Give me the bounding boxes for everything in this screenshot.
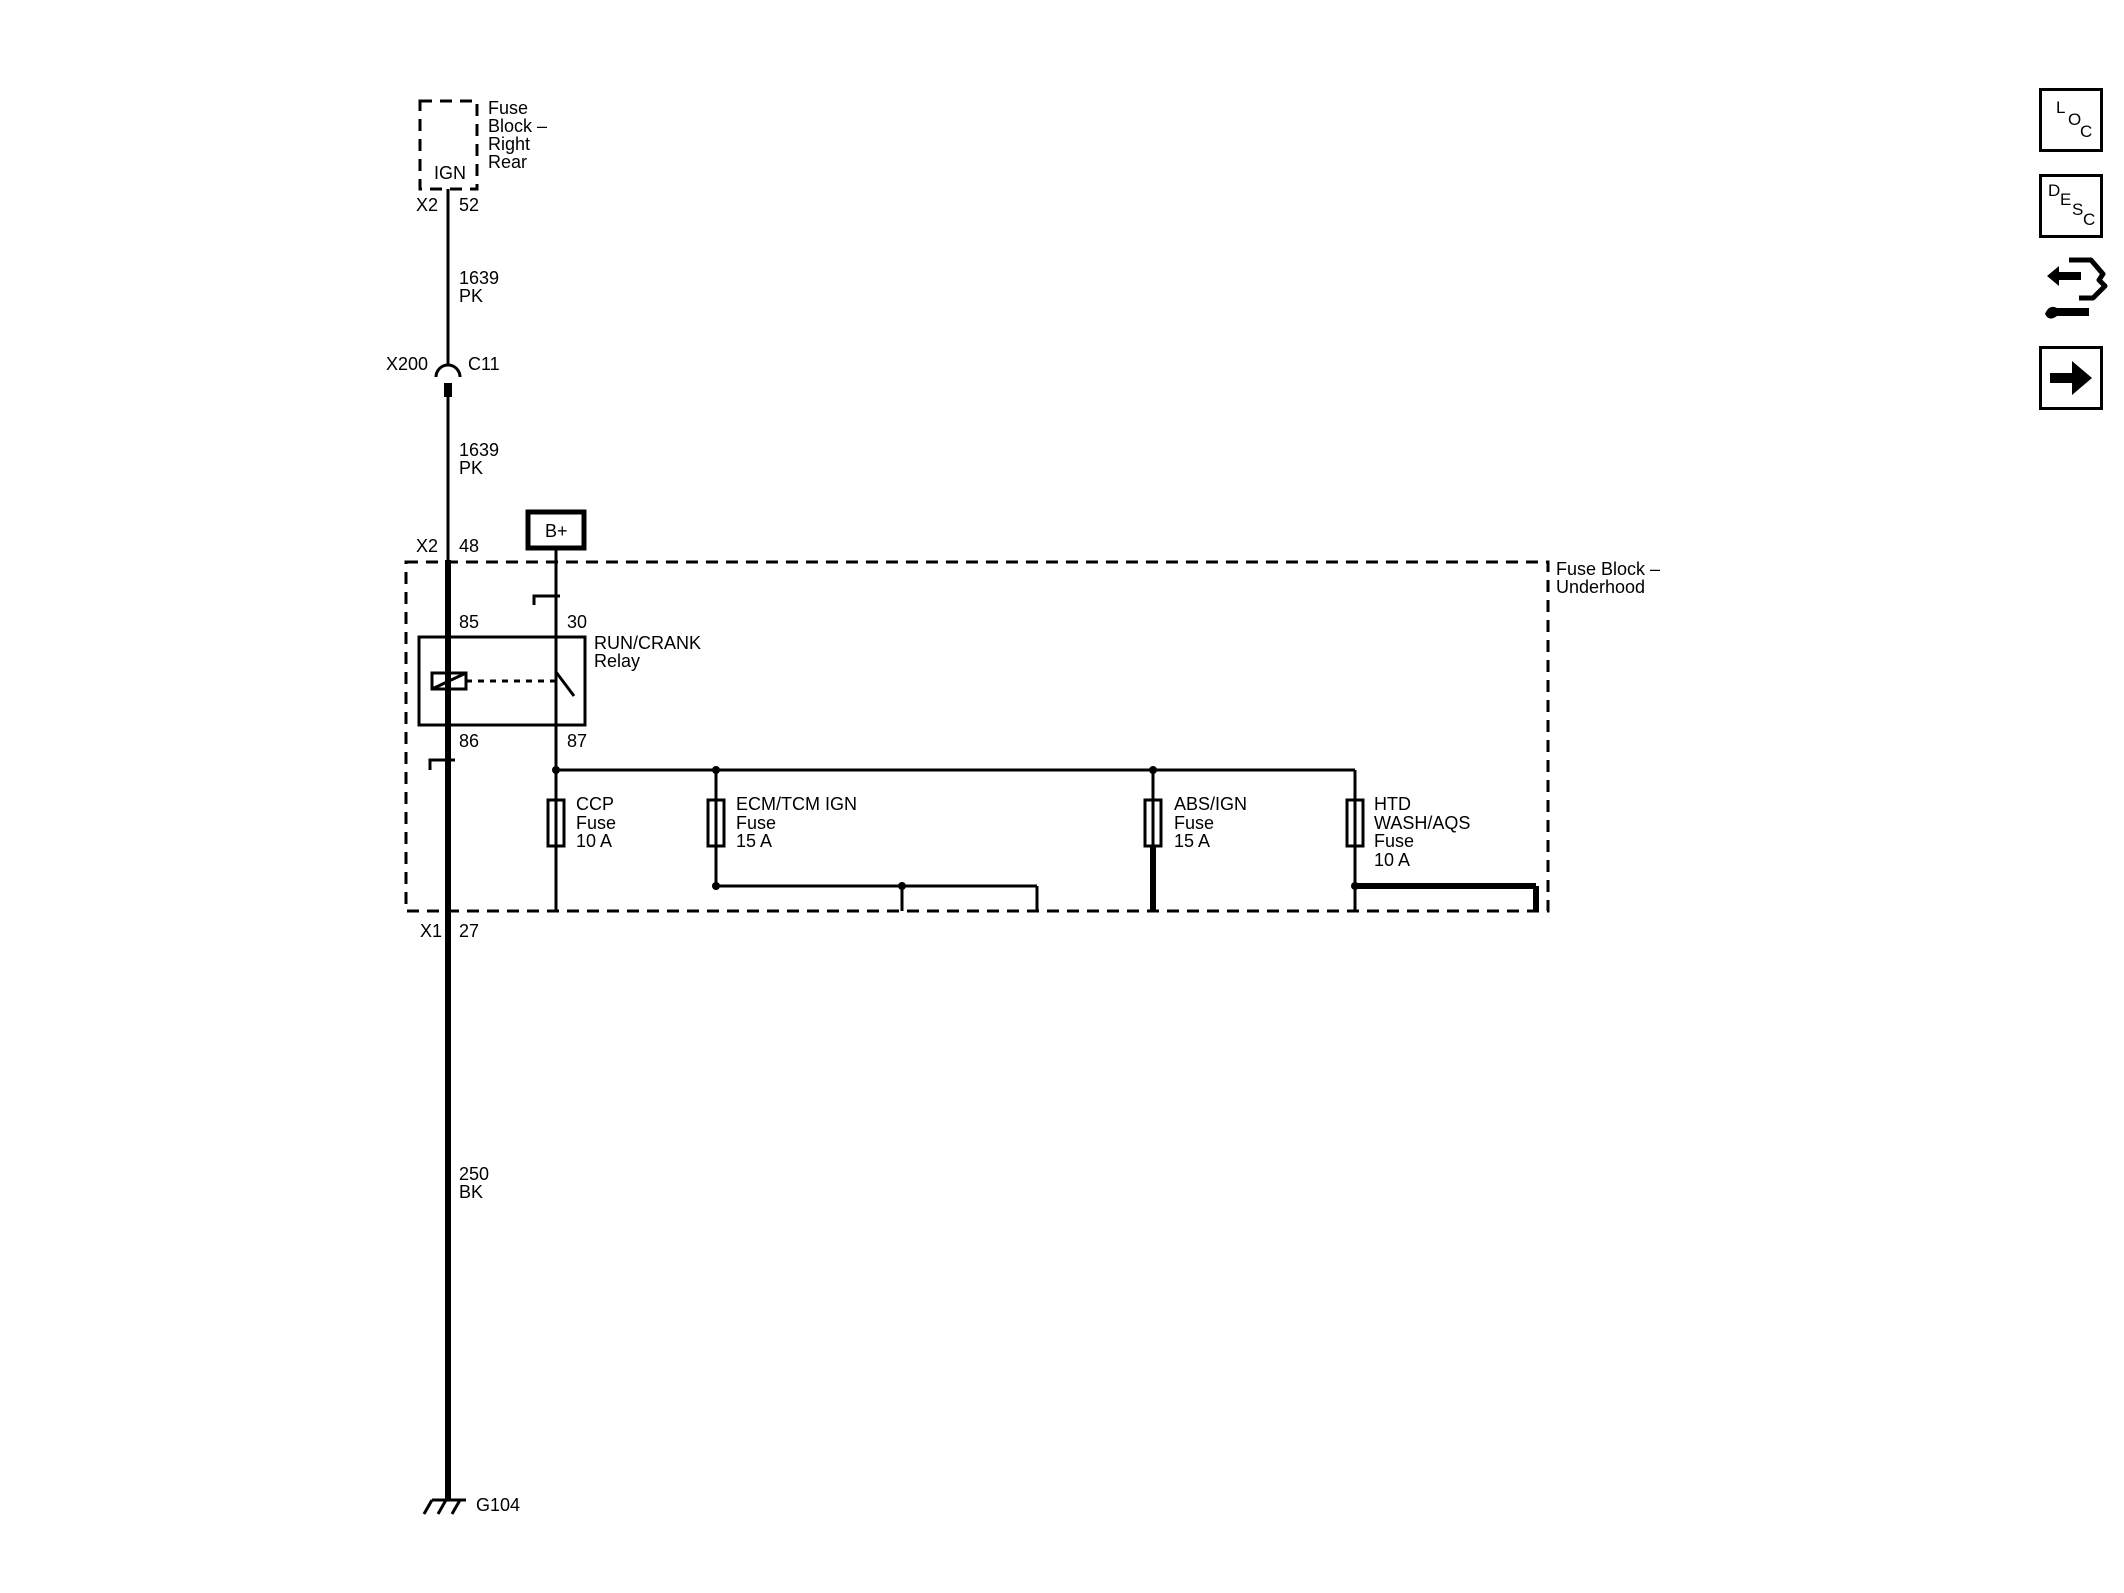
connector-end-view-icon[interactable] [2039,250,2109,328]
svg-text:Fuse: Fuse [1174,813,1214,833]
wire-color-label: PK [459,286,483,306]
svg-text:Rear: Rear [488,152,527,172]
svg-text:PK: PK [459,458,483,478]
run-crank-relay-box [417,635,587,727]
fuse-block-right-rear-box [418,99,479,191]
inline-connector-pin [444,383,452,397]
wire-250-circuit-label: 250 [459,1164,489,1184]
ign-fuse-label: IGN [434,163,466,183]
svg-text:Fuse: Fuse [1374,831,1414,851]
terminal-symbol-30 [532,594,560,605]
wire-250-color-label: BK [459,1182,483,1202]
wire-circuit-label: 1639 [459,268,499,288]
fuse-block-underhood-label: Fuse Block – [1556,559,1660,579]
relay-switch-contact [554,671,576,697]
relay-pin-87-label: 87 [567,731,587,751]
fuse-block-underhood-box [404,560,1550,913]
battery-positive-label: B+ [545,521,568,541]
next-button[interactable] [2039,346,2103,410]
description-button[interactable]: D E S C [2039,174,2103,238]
svg-text:10 A: 10 A [576,831,612,851]
inline-connector-x200 [434,363,462,378]
fuse-abs-ign-label: ABS/IGN [1174,794,1247,814]
svg-text:Relay: Relay [594,651,640,671]
fuse-block-rear-label: Fuse [488,98,528,118]
svg-text:Block –: Block – [488,116,547,136]
svg-text:15 A: 15 A [736,831,772,851]
ground-g104-label: G104 [476,1495,520,1515]
location-button[interactable]: L O C [2039,88,2103,152]
svg-text:WASH/AQS: WASH/AQS [1374,813,1470,833]
connector-x1-label: X1 [420,921,442,941]
relay-pin-30-label: 30 [567,612,587,632]
connector-x200-label: X200 [386,354,428,374]
svg-text:Underhood: Underhood [1556,577,1645,597]
svg-text:Fuse: Fuse [736,813,776,833]
relay-pin-85-label: 85 [459,612,479,632]
svg-text:48: 48 [459,536,479,556]
svg-text:Fuse: Fuse [576,813,616,833]
connector-x2-label: X2 [416,195,438,215]
svg-text:Right: Right [488,134,530,154]
pin-52-label: 52 [459,195,479,215]
pin-27-label: 27 [459,921,479,941]
connector-c11-label: C11 [468,354,500,374]
fuse-ecm-tcm-label: ECM/TCM IGN [736,794,857,814]
next-arrow-icon [2050,361,2092,395]
svg-text:10 A: 10 A [1374,850,1410,870]
relay-pin-86-label: 86 [459,731,479,751]
relay-name-label: RUN/CRANK [594,633,701,653]
fuse-htd-label: HTD [1374,794,1411,814]
fuse-ccp-label: CCP [576,794,614,814]
connector-x2-48-label: X2 [416,536,438,556]
svg-text:15 A: 15 A [1174,831,1210,851]
svg-text:1639: 1639 [459,440,499,460]
terminal-symbol-86 [428,758,455,770]
